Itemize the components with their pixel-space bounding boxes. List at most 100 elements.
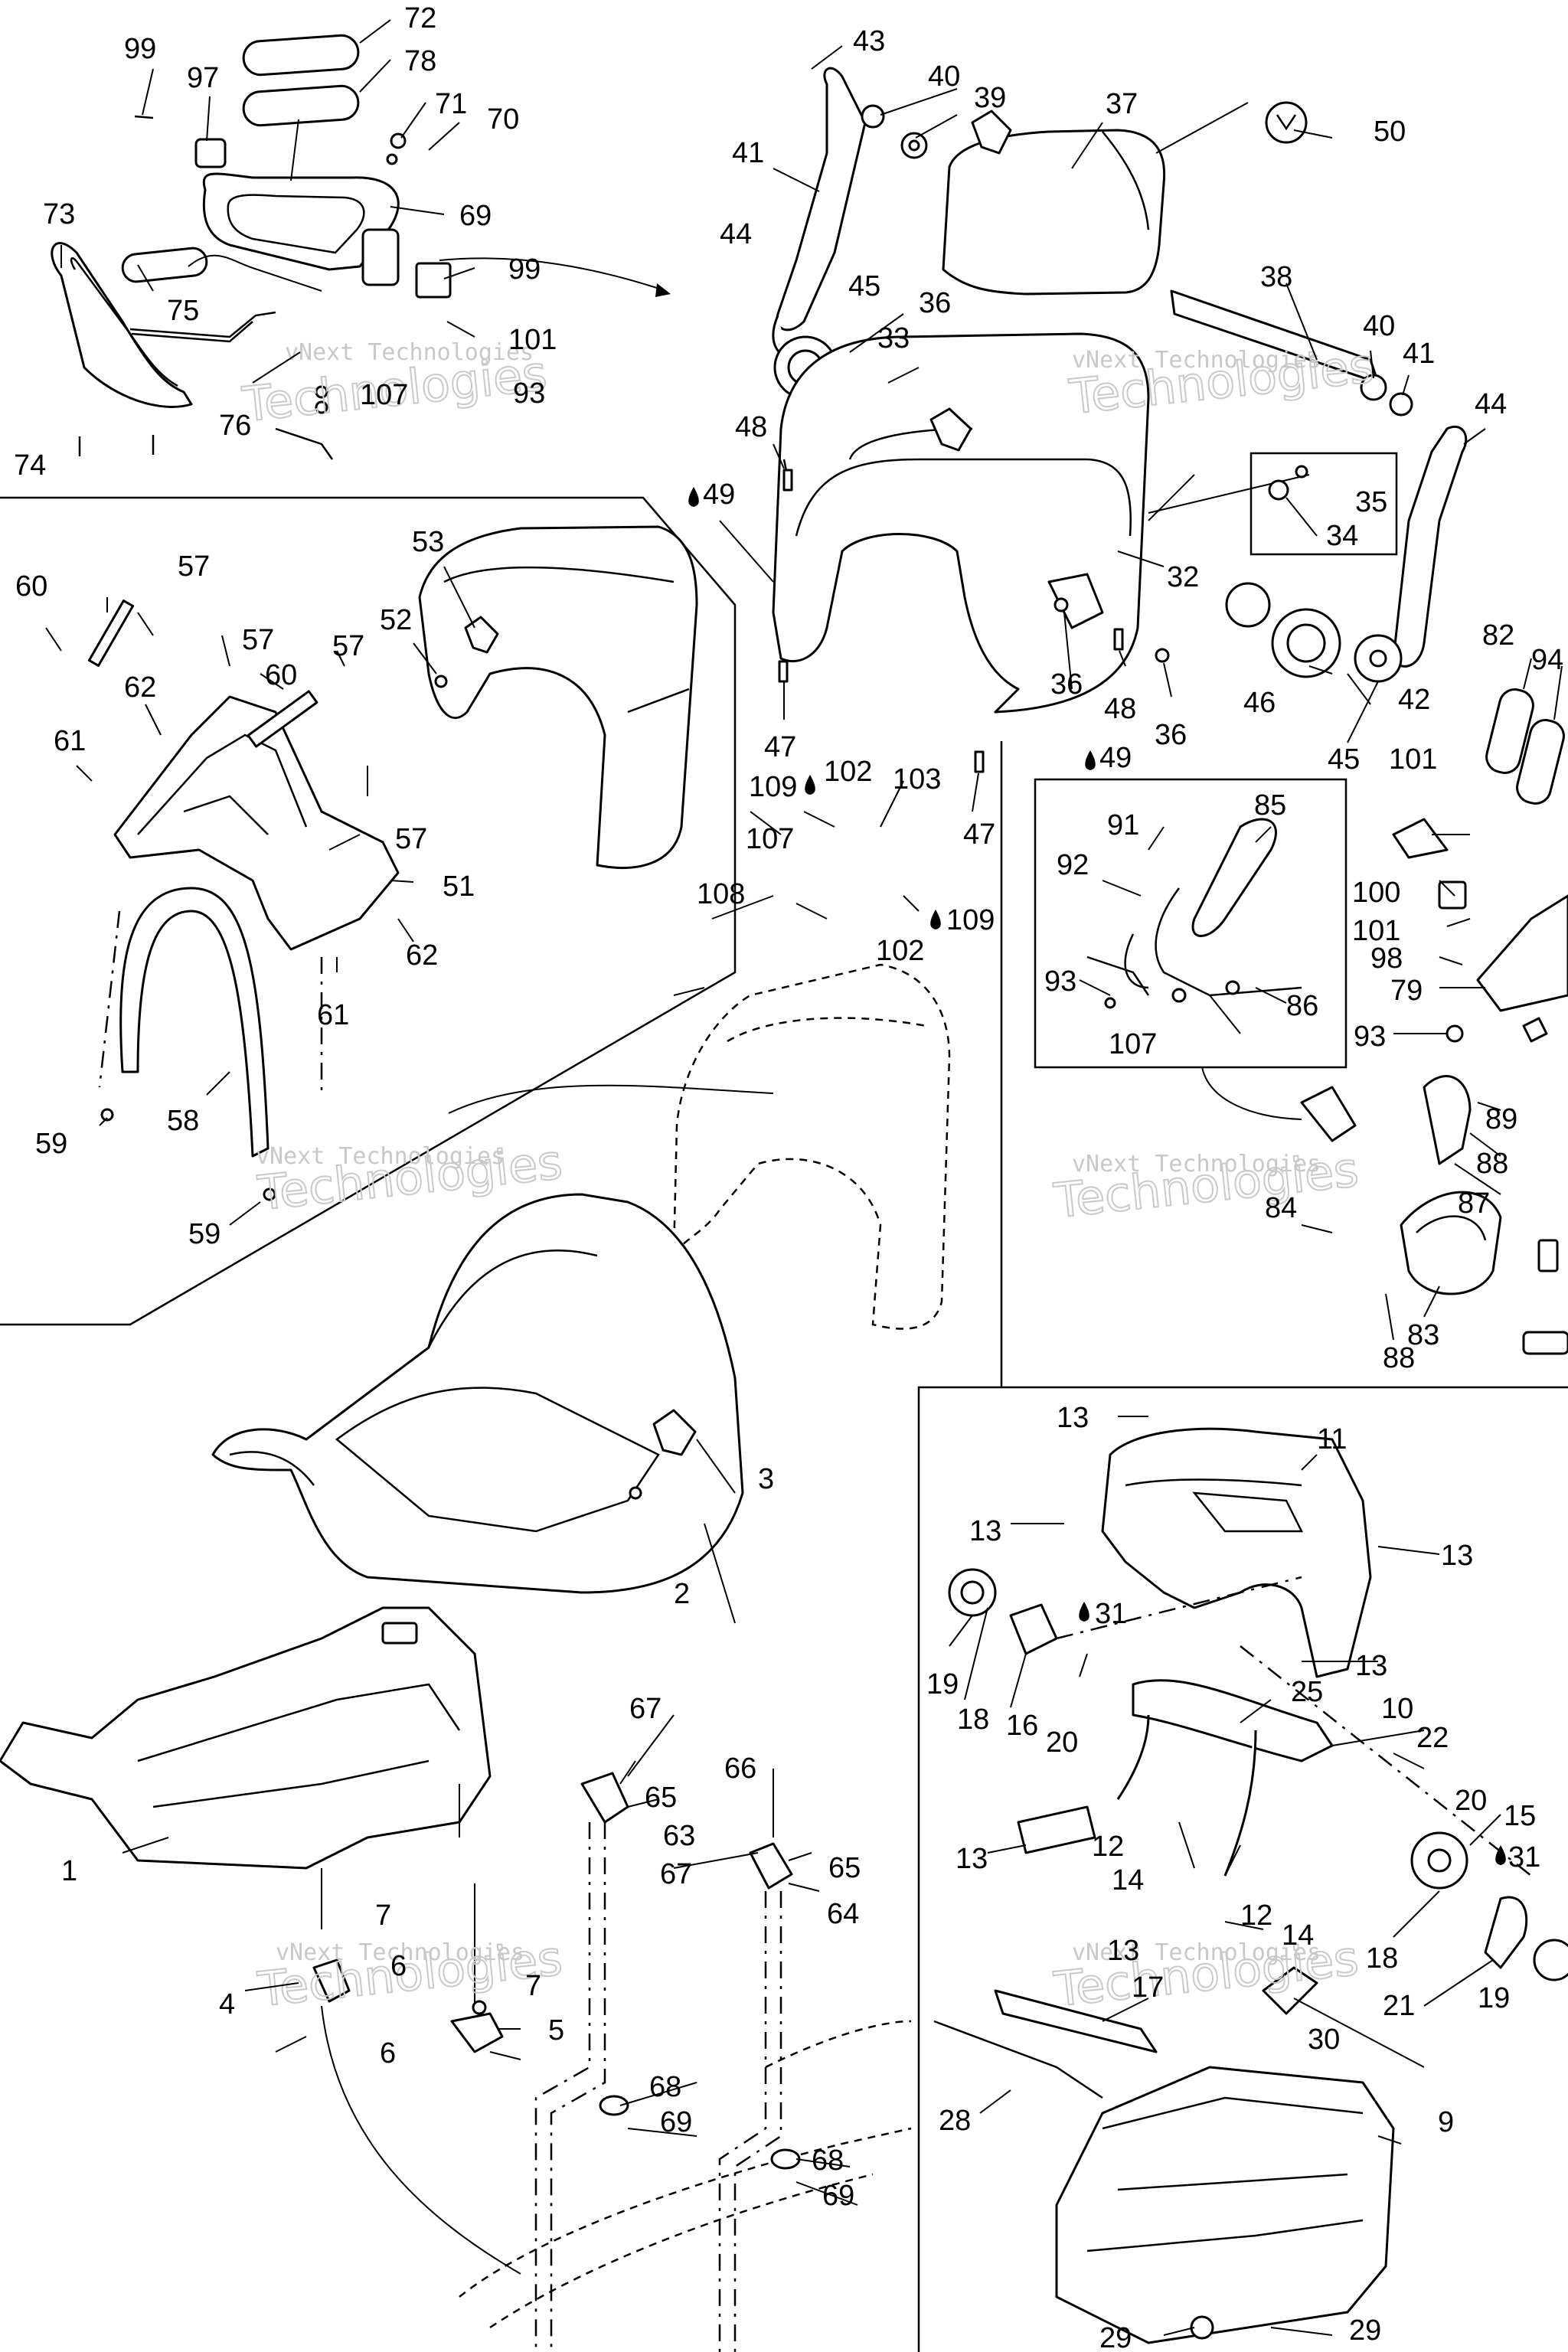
callout-19: 19 [1478, 1982, 1510, 2014]
callout-88: 88 [1383, 1342, 1415, 1374]
callout-78: 78 [404, 45, 436, 77]
callout-39: 38 [1260, 261, 1292, 293]
callout-60: 60 [15, 570, 47, 603]
callout-52: 52 [380, 604, 412, 636]
callout-36: 36 [1050, 668, 1083, 701]
callout-109: 109 [946, 904, 995, 936]
callout-49: 49 [703, 479, 735, 511]
callout-94: 93 [1044, 965, 1076, 998]
watermark-text: vNext Technologies [276, 1939, 524, 1966]
callout-93: 93 [1354, 1021, 1386, 1053]
callout-21: 21 [1383, 1990, 1415, 2022]
watermark-text: vNext Technologies [1072, 1151, 1321, 1178]
oil-drop-icon [1085, 750, 1096, 770]
callout-29: 29 [1099, 2322, 1132, 2352]
callout-101: 100 [1352, 877, 1400, 909]
callout-13: 13 [1441, 1540, 1473, 1572]
callout-44: 43 [853, 25, 885, 57]
oil-drop-icon [1079, 1602, 1089, 1622]
callout-106: 103 [893, 763, 941, 795]
callout-45: 45 [1328, 743, 1360, 776]
callout-99: 93 [513, 377, 545, 410]
callout-107: 107 [1109, 1028, 1157, 1060]
callout-18: 18 [1366, 1942, 1398, 1975]
callout-28: 28 [939, 2105, 971, 2137]
seat-frame-51 [87, 599, 400, 1201]
callout-31: 31 [1508, 1841, 1540, 1873]
callout-57: 57 [178, 550, 210, 583]
callout-86: 86 [1286, 990, 1318, 1022]
callout-53: 53 [412, 526, 444, 558]
callout-9: 9 [1438, 2106, 1454, 2138]
callout-1: 1 [61, 1855, 77, 1887]
callout-14: 14 [1112, 1864, 1144, 1896]
callout-10: 10 [1381, 1693, 1413, 1725]
callout-71: 70 [487, 103, 519, 136]
watermark-text: vNext Technologies [285, 339, 534, 366]
callout-40: 39 [974, 82, 1006, 114]
callout-13: 13 [1057, 1402, 1089, 1434]
callout-51: 51 [443, 871, 475, 903]
callout-47: 47 [764, 731, 796, 763]
callout-98: 97 [187, 62, 219, 94]
callout-61: 61 [317, 999, 349, 1031]
passenger-handle-group [51, 34, 671, 460]
callout-20: 20 [1455, 1785, 1487, 1817]
callout-16: 16 [1006, 1710, 1038, 1742]
callout-13: 13 [1355, 1650, 1387, 1682]
callout-43: 42 [1398, 684, 1430, 716]
callout-109: 109 [749, 771, 797, 803]
callout-14: 14 [1282, 1919, 1314, 1952]
watermark-text: vNext Technologies [1072, 347, 1321, 374]
callout-41: 41 [1403, 338, 1435, 370]
callout-2: 2 [674, 1578, 690, 1610]
callout-13: 13 [969, 1515, 1001, 1547]
callout-40: 40 [1363, 310, 1395, 342]
callout-88: 88 [1476, 1148, 1508, 1180]
main-seat-group [211, 1193, 744, 1594]
seat-cover-53 [418, 525, 698, 869]
callout-83: 83 [1407, 1319, 1439, 1351]
lower-bracket-group [312, 1772, 912, 2352]
callout-101: 99 [508, 253, 541, 286]
callout-4: 4 [219, 1988, 235, 2020]
callout-37: 36 [919, 287, 951, 319]
callout-13: 13 [956, 1843, 988, 1875]
section-frames [0, 452, 1568, 2352]
callout-108: 108 [697, 878, 745, 910]
seat-cover-ghost [448, 963, 951, 1330]
heated-grip-inset [1086, 818, 1302, 1120]
callout-107: 107 [746, 823, 794, 855]
callout-99: 98 [1370, 942, 1403, 975]
callout-100: 99 [124, 33, 156, 65]
callout-66: 66 [724, 1753, 756, 1785]
callout-48: 48 [1104, 693, 1136, 725]
callout-34: 34 [1326, 520, 1358, 552]
callout-67: 67 [629, 1693, 662, 1725]
callout-65: 65 [645, 1782, 677, 1814]
callout-69: 69 [822, 2180, 854, 2212]
callout-76: 75 [167, 295, 199, 327]
callout-107: 107 [360, 379, 408, 411]
callout-87: 87 [1458, 1187, 1490, 1220]
callout-50: 50 [1374, 116, 1406, 148]
callout-91: 91 [1107, 809, 1139, 841]
callout-15: 15 [1504, 1800, 1536, 1832]
callout-31: 31 [1095, 1598, 1127, 1630]
callout-5: 5 [548, 2014, 564, 2047]
callout-3: 3 [758, 1463, 774, 1495]
callout-36: 36 [1155, 719, 1187, 751]
callout-7: 7 [375, 1900, 391, 1932]
callout-62: 62 [124, 671, 156, 704]
callout-79: 79 [1390, 975, 1423, 1007]
callout-22: 22 [1416, 1722, 1449, 1754]
callout-92: 92 [1057, 849, 1089, 881]
callout-17: 17 [1132, 1971, 1164, 2004]
callout-29: 29 [1349, 2314, 1381, 2347]
callout-75: 74 [14, 449, 46, 482]
oil-drop-icon [1495, 1845, 1506, 1865]
leader-lines [45, 19, 1563, 2336]
callout-13: 13 [1107, 1935, 1139, 1967]
callout-68: 68 [649, 2071, 681, 2103]
callout-20: 20 [1046, 1726, 1078, 1759]
